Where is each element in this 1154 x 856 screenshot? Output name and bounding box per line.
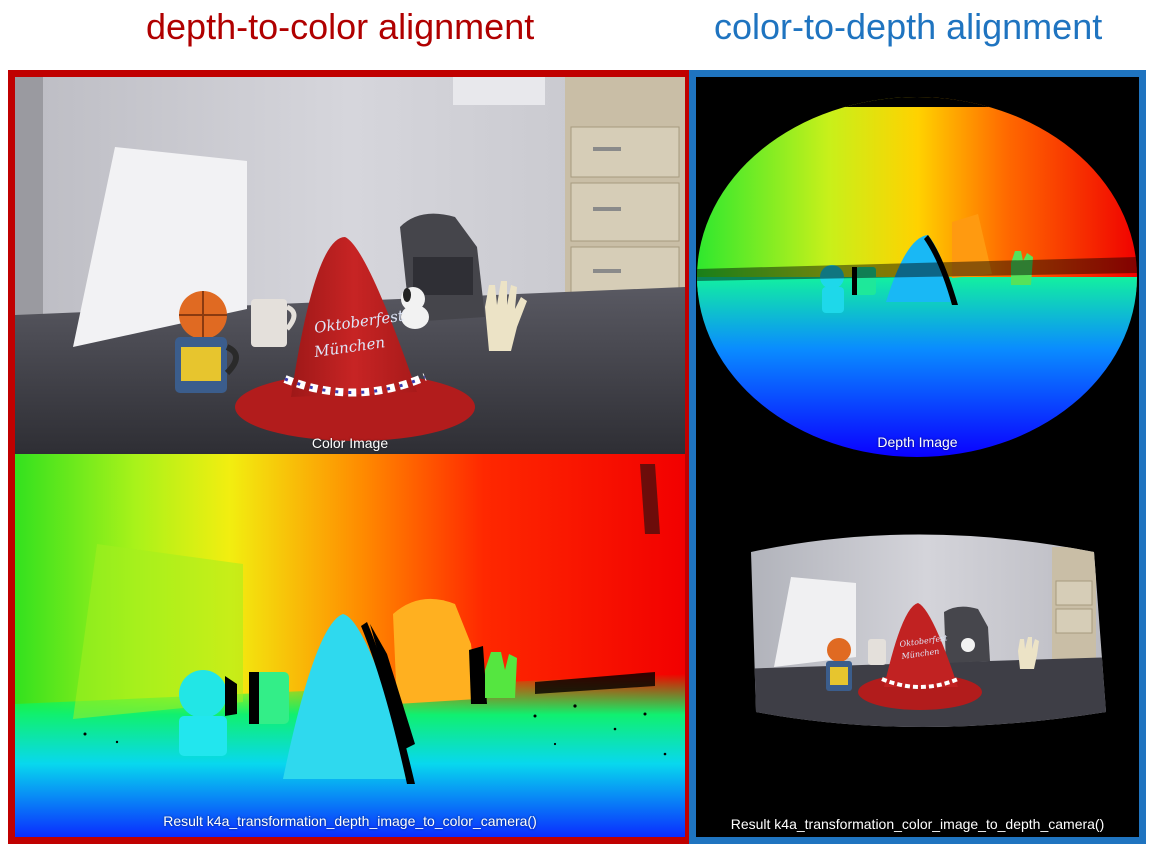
color-image-caption: Color Image [311,435,389,451]
depth-to-color-result-image: Result k4a_transformation_depth_image_to… [15,454,685,837]
depth-to-color-panel: Oktoberfest München Color Image [8,70,692,844]
color-to-depth-result-image: Oktoberfest München Result k4a_transform… [696,457,1139,837]
color-to-depth-caption: Result k4a_transformation_color_image_to… [730,816,1105,832]
color-image: Oktoberfest München Color Image [15,77,685,454]
depth-image: Depth Image [696,77,1139,457]
depth-to-color-heading: depth-to-color alignment [146,6,535,47]
depth-image-caption: Depth Image [877,434,958,450]
depth-to-color-caption: Result k4a_transformation_depth_image_to… [163,813,537,829]
color-to-depth-heading: color-to-depth alignment [714,6,1103,47]
color-to-depth-panel: Depth Image [689,70,1146,844]
